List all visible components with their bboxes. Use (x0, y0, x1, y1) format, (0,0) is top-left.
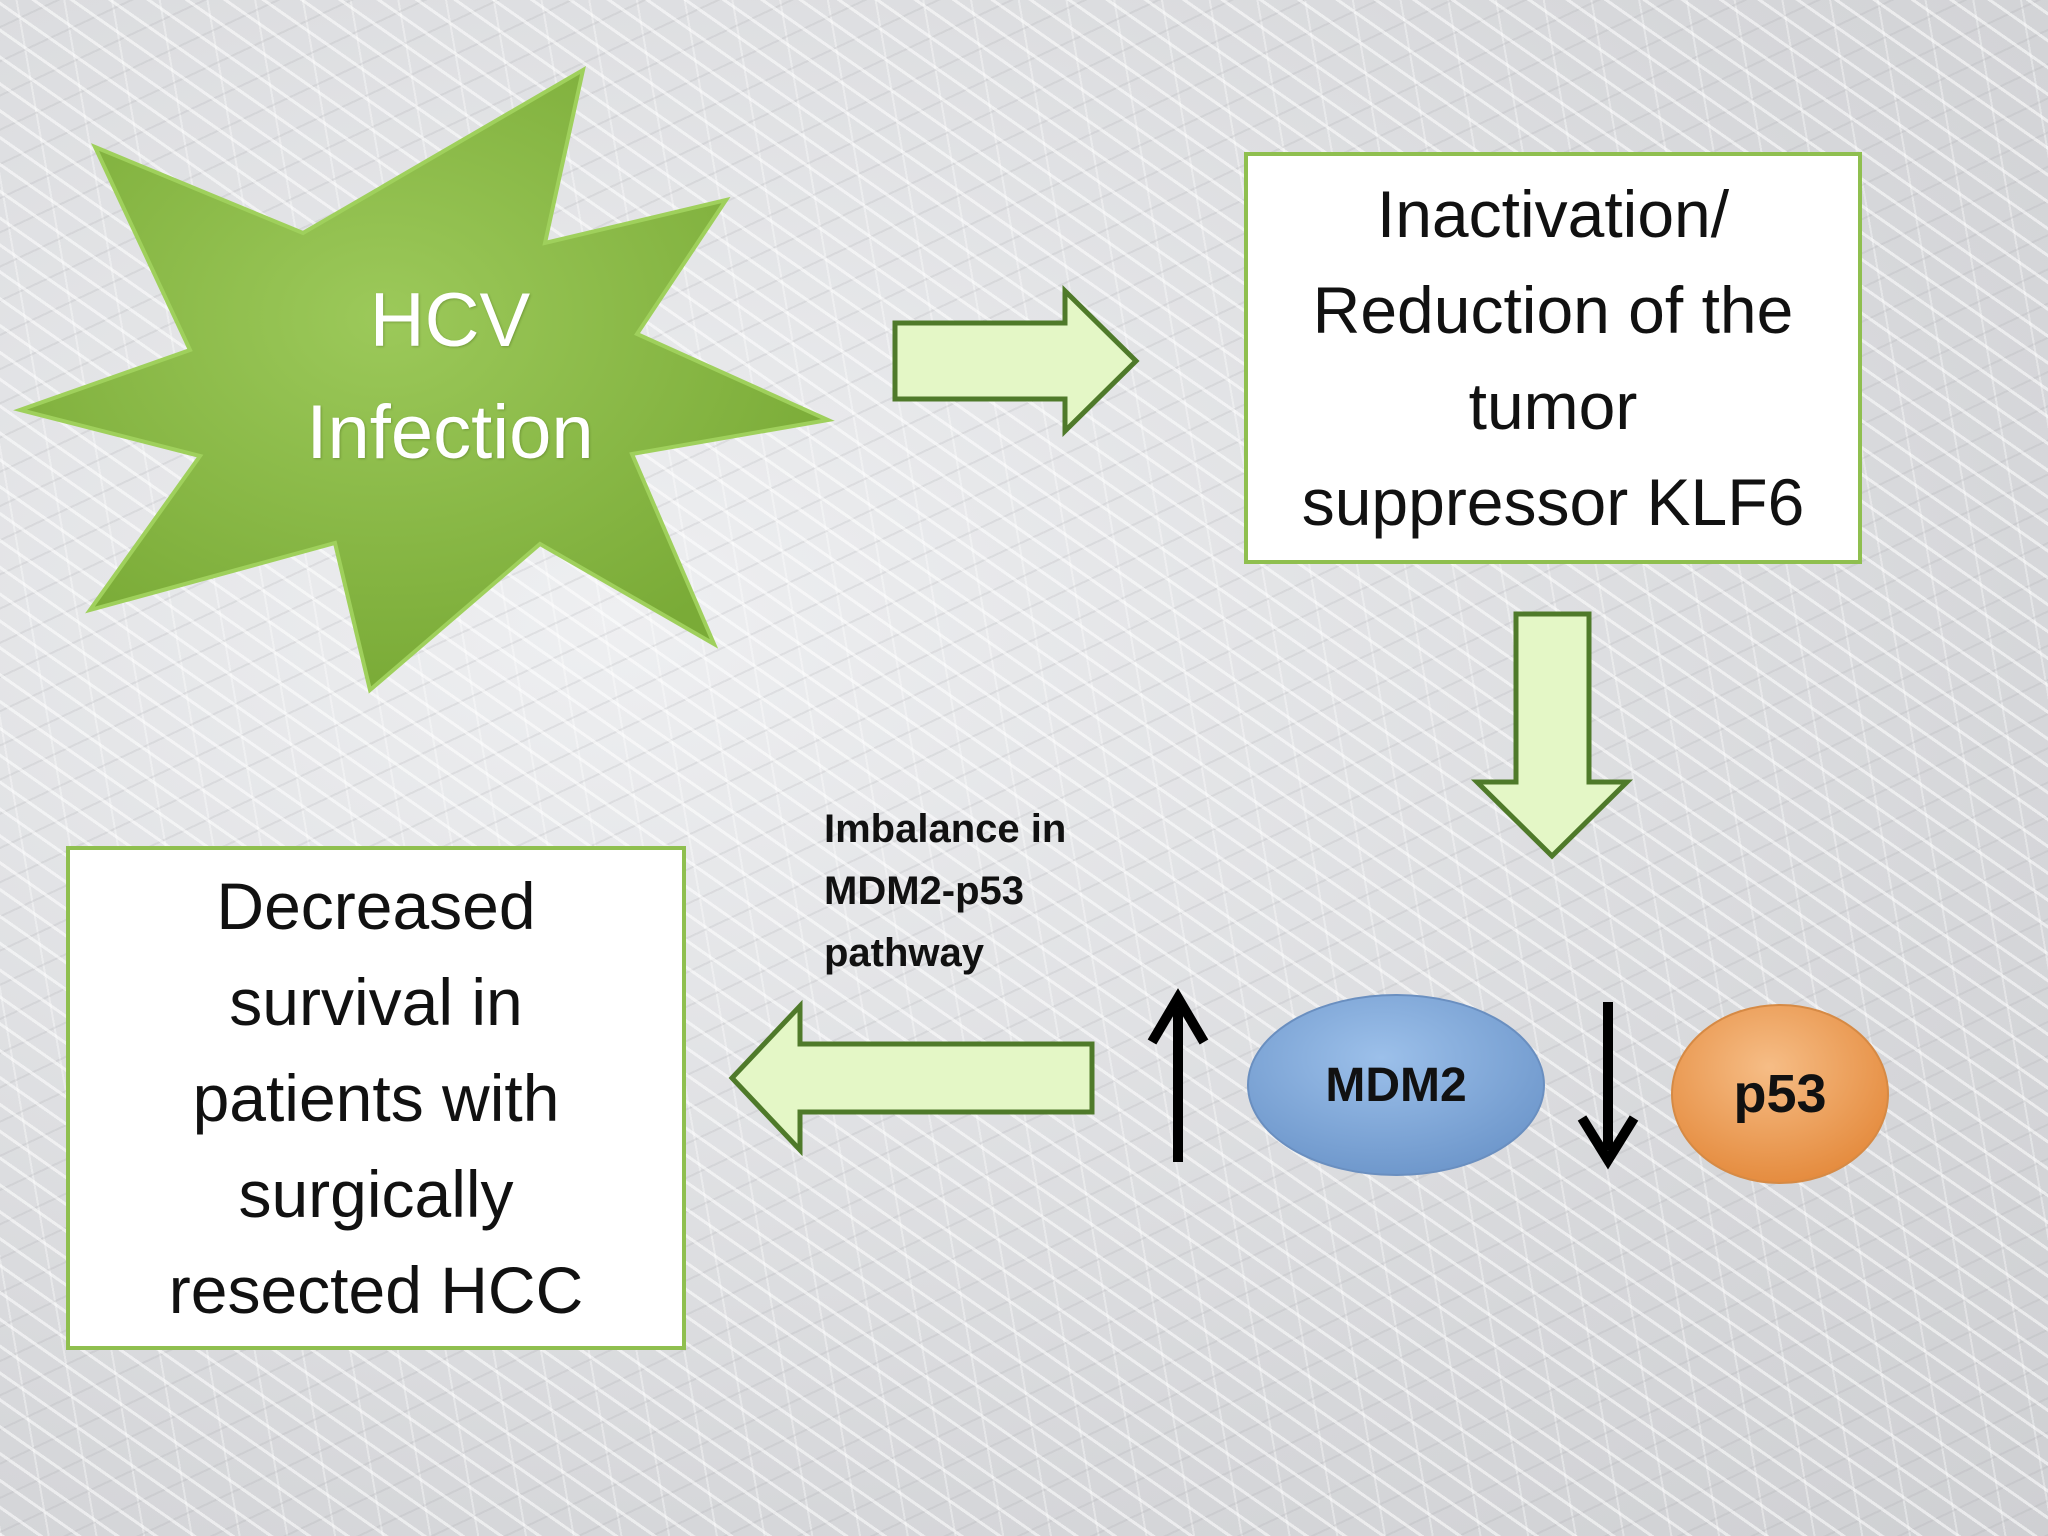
klf6-box-text: Inactivation/ Reduction of the tumor sup… (1301, 177, 1805, 539)
hcv-infection-label: HCV Infection (306, 278, 594, 475)
mdm2-node-shape (1247, 994, 1545, 1176)
pathway-imbalance-label: Imbalance in MDM2-p53 pathway (824, 807, 1067, 975)
klf6-inactivation-box: Inactivation/ Reduction of the tumor sup… (1244, 152, 1862, 564)
up-arrow-icon (1147, 988, 1209, 1162)
arrow-down (1470, 611, 1634, 860)
p53-label: p53 (1733, 1064, 1827, 1124)
hcv-starburst-shape (13, 65, 835, 694)
decreased-survival-box: Decreased survival in patients with surg… (66, 846, 686, 1350)
mdm2-label: MDM2 (1325, 1058, 1467, 1112)
down-arrow-icon (1577, 1002, 1639, 1170)
arrow-right (892, 285, 1140, 437)
arrow-left (728, 999, 1095, 1157)
survival-box-text: Decreased survival in patients with surg… (168, 869, 584, 1327)
p53-node-shape (1671, 1004, 1889, 1184)
